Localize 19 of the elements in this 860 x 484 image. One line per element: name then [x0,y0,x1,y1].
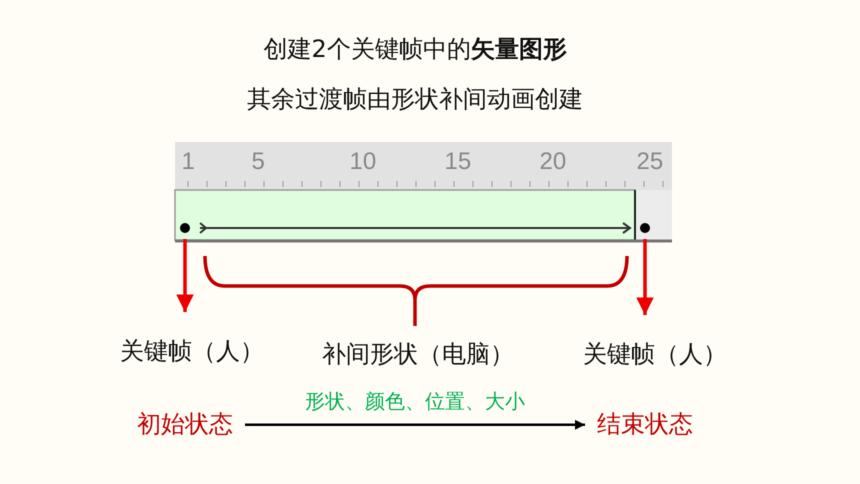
state-label: 结束状态 [597,411,693,439]
title: 创建2个关键帧中的矢量图形 [264,36,567,64]
frame-number: 20 [540,148,566,176]
frame-number: 15 [444,148,472,176]
arrow [176,239,194,312]
frame-label: 关键帧（人） [583,341,727,369]
frame-number: 5 [252,148,265,176]
state-label: 初始状态 [137,411,233,439]
frame-label: 关键帧（人） [120,338,264,366]
frame-number: 10 [350,148,376,176]
edge-label: 形状、颜色、位置、大小 [305,390,525,414]
arrow [245,420,585,430]
arrow [636,239,654,315]
frame-number: 1 [182,148,195,176]
keyframe-dot [180,223,190,233]
keyframe-dot [640,223,650,233]
subtitle: 其余过渡帧由形状补间动画创建 [247,86,583,114]
frame-number: 25 [636,148,664,176]
frame-label: 补间形状（电脑） [322,341,514,369]
